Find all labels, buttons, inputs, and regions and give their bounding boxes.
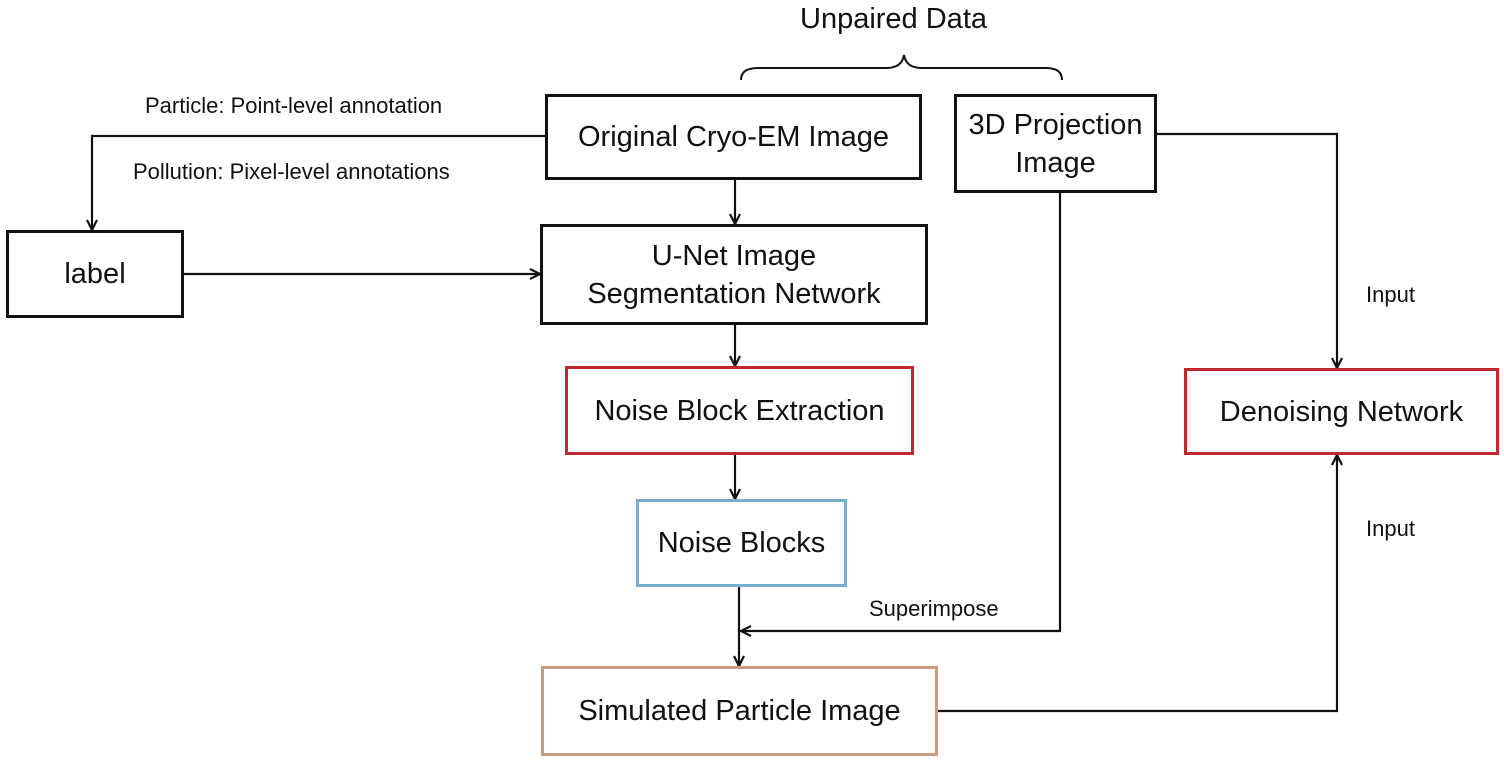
unpaired-data-brace xyxy=(740,54,1063,81)
simulated-to-denoising-arrow xyxy=(938,455,1337,713)
unet-text-line1: U-Net Image xyxy=(651,239,817,272)
noise-block-extraction-text: Noise Block Extraction xyxy=(594,394,885,427)
label-box: label xyxy=(6,230,184,318)
projection-image-text-line2: Image xyxy=(1015,146,1096,179)
original-cryo-em-image-box: Original Cryo-EM Image xyxy=(545,94,922,180)
input-label-top: Input xyxy=(1366,282,1415,307)
noise-block-extraction-box: Noise Block Extraction xyxy=(565,366,914,455)
projection-superimpose-arrow xyxy=(741,193,1062,631)
noise-blocks-box: Noise Blocks xyxy=(636,499,847,587)
noise-blocks-text: Noise Blocks xyxy=(657,527,826,559)
label-text: label xyxy=(64,258,126,290)
unpaired-data-title: Unpaired Data xyxy=(800,3,987,35)
projection-image-text-line1: 3D Projection xyxy=(968,108,1143,141)
projection-to-denoising-arrow xyxy=(1157,132,1337,368)
denoising-network-box: Denoising Network xyxy=(1184,368,1499,455)
unet-segmentation-box: U-Net Image Segmentation Network xyxy=(540,224,928,325)
input-label-bottom: Input xyxy=(1366,516,1415,541)
pollution-annotation-label: Pollution: Pixel-level annotations xyxy=(133,159,450,184)
original-to-label-arrow xyxy=(92,134,545,230)
superimpose-label: Superimpose xyxy=(869,596,999,621)
projection-image-box: 3D Projection Image xyxy=(954,94,1157,193)
simulated-particle-image-box: Simulated Particle Image xyxy=(541,666,938,756)
denoising-network-text: Denoising Network xyxy=(1219,395,1464,428)
unet-text-line2: Segmentation Network xyxy=(587,277,881,310)
simulated-particle-image-text: Simulated Particle Image xyxy=(578,695,901,727)
particle-annotation-label: Particle: Point-level annotation xyxy=(145,93,443,118)
original-cryo-em-image-text: Original Cryo-EM Image xyxy=(577,121,890,153)
